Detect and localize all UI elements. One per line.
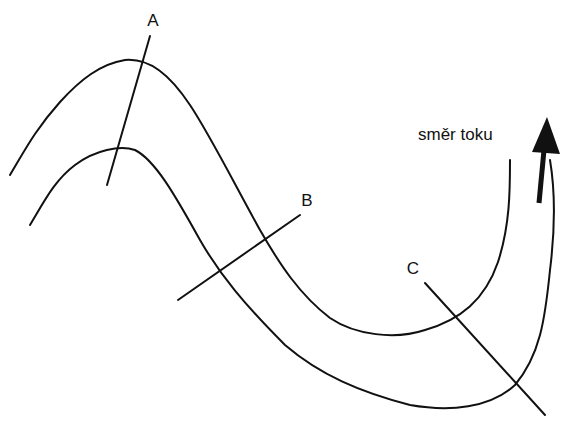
section-label: A: [147, 12, 158, 29]
river-bank: [30, 148, 554, 408]
section-label: B: [301, 192, 312, 209]
cross-section-line: [178, 215, 300, 300]
cross-section-line: [107, 36, 150, 185]
flow-arrow: [539, 150, 544, 203]
section-label: C: [407, 260, 419, 277]
flow-arrow-head: [532, 117, 560, 154]
cross-section-line: [425, 283, 545, 415]
flow-direction-label: směr toku: [418, 126, 493, 143]
